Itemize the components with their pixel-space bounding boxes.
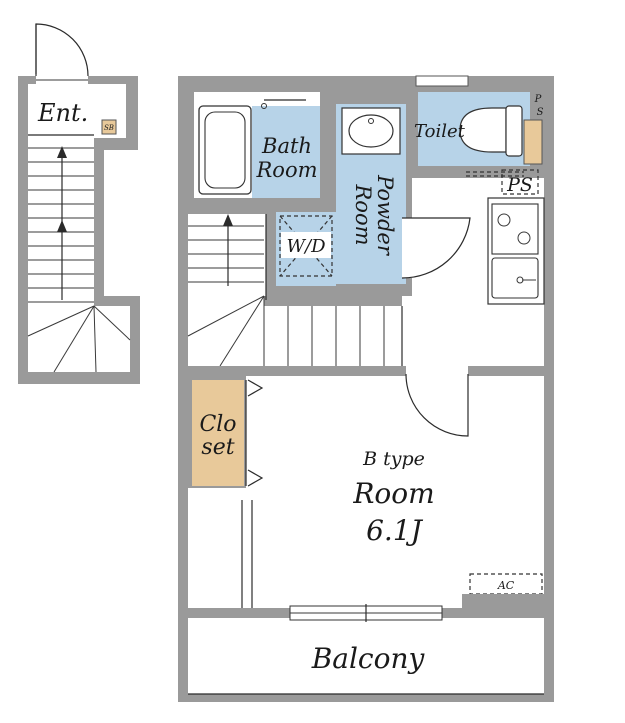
internal-stairs xyxy=(187,204,403,367)
powder-room-label-line2: Room xyxy=(351,183,375,245)
powder-room-label-line1: Powder xyxy=(373,174,397,257)
kitchen xyxy=(487,197,545,305)
shoe-box xyxy=(101,119,117,135)
balcony-label: Balcony xyxy=(311,642,426,675)
washer-space: W/D xyxy=(266,204,336,296)
closet: Clo set xyxy=(188,376,264,488)
toilet-room: P S Toilet xyxy=(412,75,544,178)
powder-room: Powder Room xyxy=(326,86,471,296)
room-door-swing xyxy=(405,373,469,437)
toilet-bowl xyxy=(459,107,507,153)
shoe-box-label: SB xyxy=(104,124,114,132)
entrance-label: Ent. xyxy=(37,99,88,127)
closet-label-line2: set xyxy=(201,435,234,460)
bath-room-label-line1: Bath xyxy=(261,134,312,158)
room-name-label: Room xyxy=(352,477,434,510)
room-size-label: 6.1J xyxy=(366,514,424,547)
bath-room-label-line2: Room xyxy=(255,158,317,182)
ps-label: PS xyxy=(506,174,533,196)
ps-small-label-s: S xyxy=(537,107,544,118)
main-unit: Bath Room Powder Room W/D xyxy=(178,75,554,702)
ps-small-label-p: P xyxy=(534,94,542,105)
room-type-label: B type xyxy=(362,448,425,470)
ps-shaft xyxy=(501,169,539,195)
entrance-door-swing xyxy=(35,23,89,77)
powder-door-swing xyxy=(401,217,471,279)
stove xyxy=(491,203,539,255)
entrance-tower: SB Ent. xyxy=(18,23,140,384)
ac-label: AC xyxy=(497,579,515,592)
entrance-stairs xyxy=(27,146,131,373)
bath-room: Bath Room xyxy=(188,86,326,204)
kitchen-sink xyxy=(491,257,539,299)
toilet-label: Toilet xyxy=(414,121,466,142)
washer-label: W/D xyxy=(287,236,327,257)
closet-label-line1: Clo xyxy=(199,412,236,437)
